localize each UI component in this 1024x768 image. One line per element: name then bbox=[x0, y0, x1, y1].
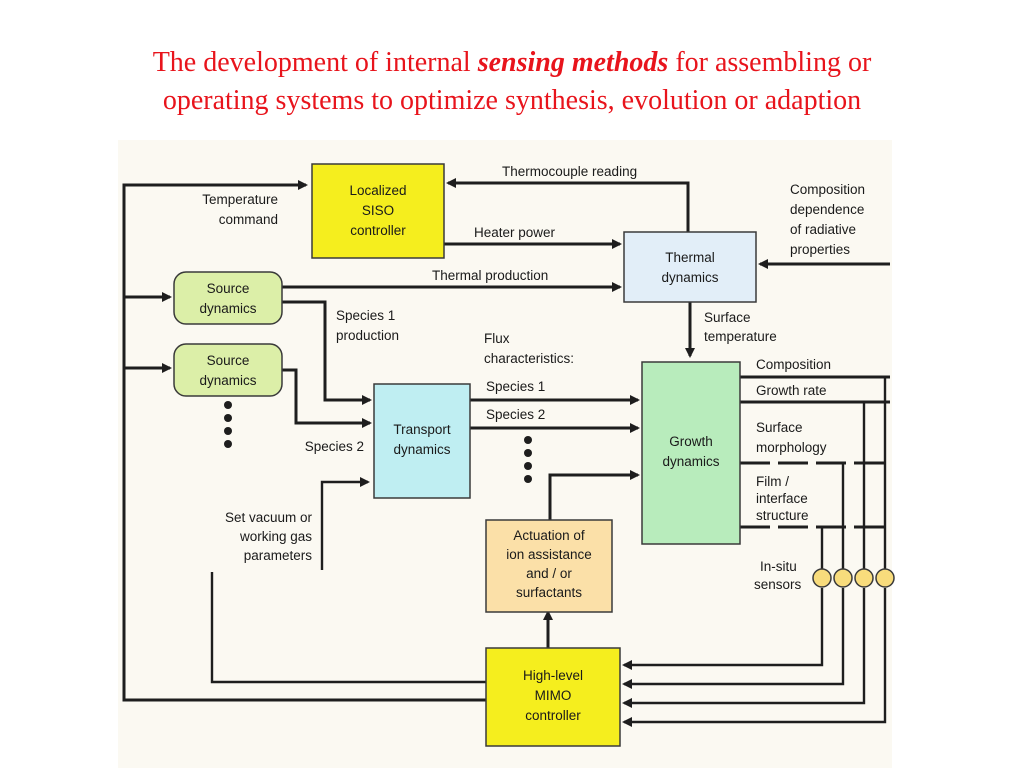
siso-label-3: controller bbox=[350, 223, 406, 238]
title-emphasis: sensing methods bbox=[477, 47, 669, 78]
line-feedback-1 bbox=[622, 588, 824, 670]
transport-label-2: dynamics bbox=[393, 442, 450, 457]
source1-label-2: dynamics bbox=[199, 301, 256, 316]
sensor-circle-2 bbox=[833, 568, 853, 588]
flux-characteristics-label-1: Flux bbox=[484, 331, 510, 346]
actuation-label-1: Actuation of bbox=[513, 528, 585, 543]
actuation-box bbox=[485, 519, 613, 613]
title-text-after: for assembling or bbox=[668, 47, 872, 78]
line-vacuum-to-transport bbox=[320, 477, 370, 570]
surface-temperature-label-1: Surface bbox=[704, 310, 751, 325]
heater-power-label: Heater power bbox=[474, 225, 556, 240]
flux-species1-label: Species 1 bbox=[486, 379, 545, 394]
vacuum-label-2: working gas bbox=[239, 529, 312, 544]
thermocouple-reading-label: Thermocouple reading bbox=[502, 164, 637, 179]
line-feedback-3 bbox=[622, 588, 866, 708]
growth-label-2: dynamics bbox=[662, 454, 719, 469]
mimo-label-3: controller bbox=[525, 708, 581, 723]
species1-production-label-2: production bbox=[336, 328, 399, 343]
species2-label: Species 2 bbox=[305, 439, 364, 454]
line-species1-production bbox=[282, 300, 372, 405]
surface-temperature-label-2: temperature bbox=[704, 329, 777, 344]
line-feedback-2 bbox=[622, 588, 845, 689]
growth-dynamics-box bbox=[641, 361, 741, 545]
sensor-circle-1 bbox=[812, 568, 832, 588]
sensor-circle-4 bbox=[875, 568, 895, 588]
siso-label-2: SISO bbox=[362, 203, 394, 218]
insitu-sensors-label-1: In-situ bbox=[760, 559, 797, 574]
thermal-label-1: Thermal bbox=[665, 250, 715, 265]
actuation-label-4: surfactants bbox=[516, 585, 582, 600]
transport-label-1: Transport bbox=[393, 422, 451, 437]
vacuum-label-3: parameters bbox=[244, 548, 313, 563]
composition-dependence-label-4: properties bbox=[790, 242, 850, 257]
ellipsis-dots-left bbox=[224, 401, 232, 448]
thermal-production-label: Thermal production bbox=[432, 268, 548, 283]
flux-species2-label: Species 2 bbox=[486, 407, 545, 422]
source1-label-1: Source bbox=[207, 281, 250, 296]
source-dynamics-box-1 bbox=[173, 271, 283, 325]
vacuum-label-1: Set vacuum or bbox=[225, 510, 313, 525]
actuation-label-2: ion assistance bbox=[506, 547, 592, 562]
sensor-circle-3 bbox=[854, 568, 874, 588]
line-actuation-to-growth bbox=[548, 470, 640, 520]
species1-production-label-1: Species 1 bbox=[336, 308, 395, 323]
temperature-command-label-1: Temperature bbox=[202, 192, 278, 207]
line-feedback-4 bbox=[622, 588, 887, 727]
page-title: The development of internal sensing meth… bbox=[0, 44, 1024, 120]
surface-morphology-label-1: Surface bbox=[756, 420, 803, 435]
actuation-label-3: and / or bbox=[526, 566, 572, 581]
line-species2 bbox=[282, 368, 372, 428]
source2-label-2: dynamics bbox=[199, 373, 256, 388]
thermal-label-2: dynamics bbox=[661, 270, 718, 285]
surface-morphology-label-2: morphology bbox=[756, 440, 827, 455]
composition-dependence-label-3: of radiative bbox=[790, 222, 856, 237]
siso-controller-box bbox=[311, 163, 445, 259]
film-interface-label-2: interface bbox=[756, 491, 808, 506]
mimo-label-1: High-level bbox=[523, 668, 583, 683]
source-dynamics-box-2 bbox=[173, 343, 283, 397]
composition-label: Composition bbox=[756, 357, 831, 372]
composition-dependence-label-1: Composition bbox=[790, 182, 865, 197]
transport-dynamics-box bbox=[373, 383, 471, 499]
growth-rate-label: Growth rate bbox=[756, 383, 827, 398]
source2-label-1: Source bbox=[207, 353, 250, 368]
composition-dependence-label-2: dependence bbox=[790, 202, 864, 217]
line-thermocouple bbox=[446, 178, 690, 232]
insitu-sensors-label-2: sensors bbox=[754, 577, 802, 592]
flux-characteristics-label-2: characteristics: bbox=[484, 351, 574, 366]
siso-label-1: Localized bbox=[349, 183, 406, 198]
line-temperature-command bbox=[122, 180, 486, 702]
temperature-command-label-2: command bbox=[219, 212, 278, 227]
ellipsis-dots-middle bbox=[524, 436, 532, 483]
growth-label-1: Growth bbox=[669, 434, 713, 449]
thermal-dynamics-box bbox=[623, 231, 757, 303]
mimo-controller-box bbox=[485, 647, 621, 747]
film-interface-label-1: Film / bbox=[756, 474, 789, 489]
film-interface-label-3: structure bbox=[756, 508, 809, 523]
mimo-label-2: MIMO bbox=[535, 688, 572, 703]
title-line2: operating systems to optimize synthesis,… bbox=[162, 85, 862, 116]
title-text-before: The development of internal bbox=[152, 47, 478, 78]
line-vacuum bbox=[210, 572, 486, 684]
